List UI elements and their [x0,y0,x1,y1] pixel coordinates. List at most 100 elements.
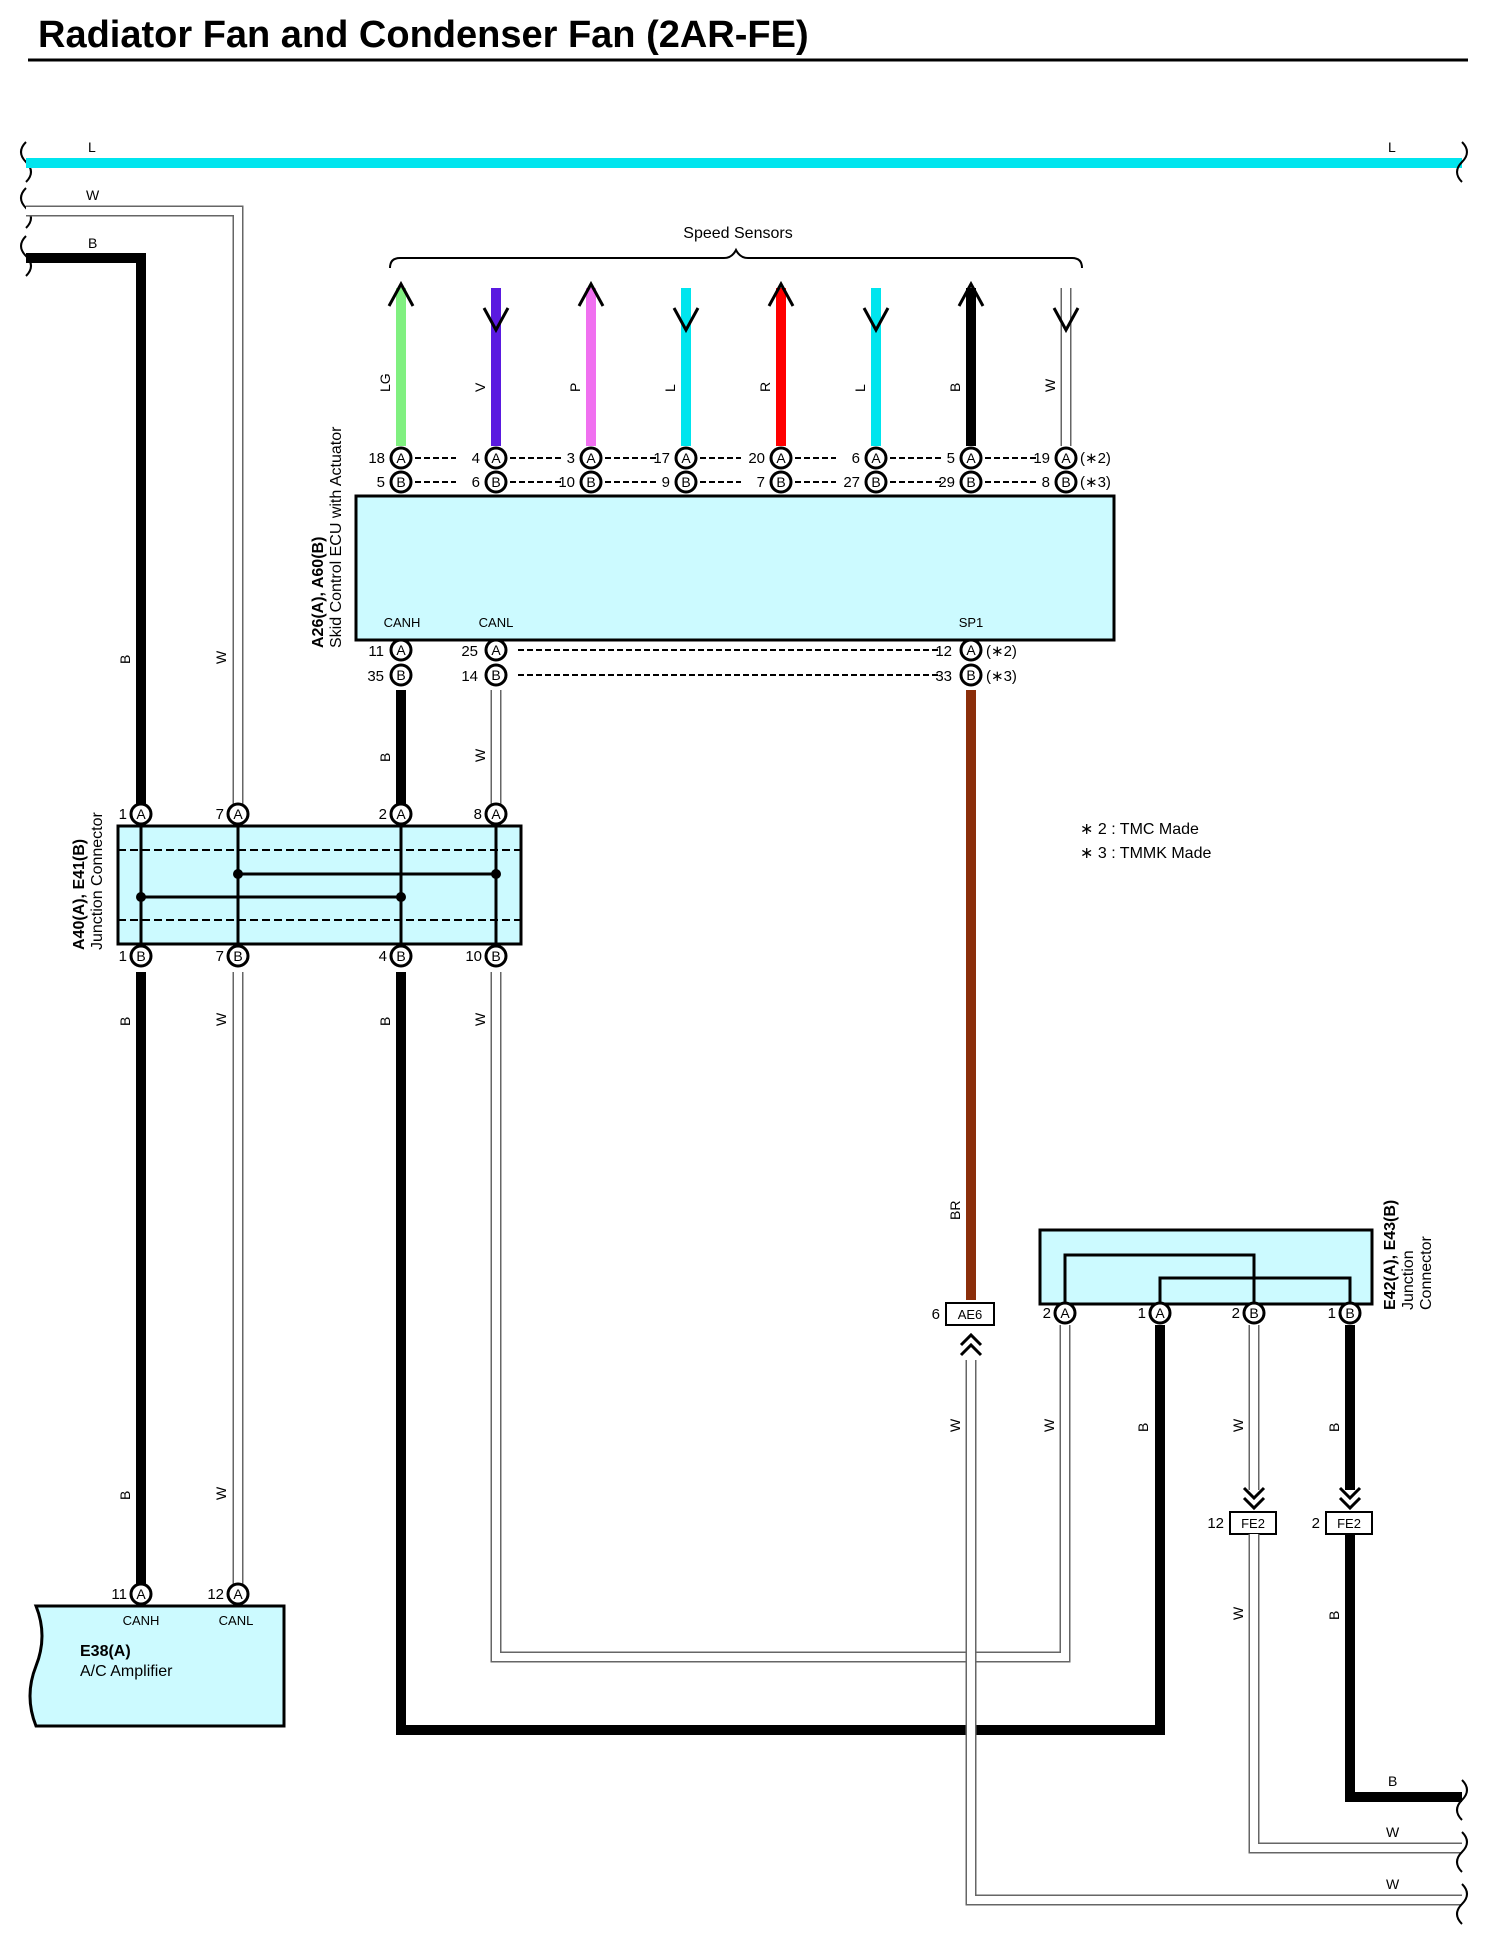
exit-label-w1: W [1386,1824,1400,1840]
sensor-wire-label-3: L [662,384,678,392]
wire-label-w-top: W [86,187,100,203]
sensor-pin-b-6-letter: B [966,474,975,490]
sensor-arrow-icon-2 [577,280,605,307]
junction-left-name: Junction Connector [89,811,106,950]
pin-canh-a: A [389,638,413,662]
pin-sp1-b-num: 33 [935,668,952,685]
jl-bottom-pin-1-letter: B [233,948,242,964]
ac-amplifier-box [28,1604,286,1728]
pin-canl-b: B [484,663,508,687]
jr-pin-3-letter: B [1345,1305,1354,1321]
fe2-right-pin: 2 [1312,1515,1320,1532]
speed-sensor-wires: LGAB185FL+VAB46FL–PAB310FR+LAB179FR–RAB2… [368,280,1111,519]
sensor-arrow-icon-0 [387,280,415,307]
sensor-dash-4 [795,457,836,483]
wire-b-top [26,253,146,808]
sensor-pin-a-6-letter: A [966,450,976,466]
jr-num-0: 2 [1043,1305,1051,1322]
pin-canh-a-letter: A [396,642,406,658]
sensor-pin-a-6: A [959,446,983,470]
sensor-pin-b-num-3: 9 [662,474,670,491]
sensor-pin-b-7: B [1054,470,1078,494]
jr-num-2: 2 [1232,1305,1240,1322]
sensor-pin-a-2-letter: A [586,450,596,466]
junction-left-dots [136,869,501,902]
junction-right-name-1: Junction [1400,1250,1417,1310]
jl-top-pin-2-letter: A [396,806,406,822]
sensor-wire-label-5: L [852,384,868,392]
wire-label-b-8: B [1326,1611,1342,1620]
sensor-pin-a-0: A [389,446,413,470]
junction-left-dashes [118,849,521,921]
wire-label-b-5: B [377,1017,393,1026]
sensor-pin-b-num-5: 27 [843,474,860,491]
pin-canh-b: B [389,663,413,687]
wire-b-canh-right [396,972,1165,1735]
sensor-arrow-icon-3 [672,307,700,334]
jr-pin-2: B [1242,1301,1266,1325]
sensor-pin-a-7: A [1054,446,1078,470]
sensor-dash-6 [985,457,1036,483]
sensor-pin-b-num-6: 29 [938,474,955,491]
fe2-left-arrow-icon [1242,1486,1266,1511]
sensor-pin-a-4: A [769,446,793,470]
sensor-pin-a-num-3: 17 [653,450,670,467]
sensor-pin-a-num-4: 20 [748,450,765,467]
jr-pin-0-letter: A [1060,1305,1070,1321]
ae6-connector [945,1302,995,1326]
ae6-label: AE6 [958,1307,983,1322]
sensor-arrow-icon-4 [767,280,795,307]
wire-label-b-3: B [117,1017,133,1026]
fe2-right-arrow-icon [1338,1486,1362,1511]
skid-ecu-id: A26(A), A60(B) [310,537,327,648]
wire-label-w-6: W [947,1418,963,1432]
pin-canh-a-num: 11 [368,643,384,660]
wire-label-b-1: B [117,655,133,664]
ecu-dashed-links [518,649,940,676]
speed-sensors-label: Speed Sensors [683,225,792,242]
jl-bottom-pin-2: B [389,944,413,968]
jl-top-pin-3-letter: A [491,806,501,822]
sensor-wire-label-1: V [472,382,488,392]
amp-pin-num-canl: 12 [207,1586,224,1603]
pin-canl-a-num: 25 [461,643,478,660]
sensor-pin-b-3-letter: B [681,474,690,490]
jr-pin-1: A [1148,1301,1172,1325]
pin-sp1-a-letter: A [966,642,976,658]
jl-top-pin-0-letter: A [136,806,146,822]
sensor-note-a: (∗2) [1080,450,1111,467]
sensor-pin-b-5: B [864,470,888,494]
note-tmc: ∗ 2 : TMC Made [1080,821,1199,838]
wire-label-l-right: L [1388,139,1396,155]
wire-label-b-6: B [1135,1423,1151,1432]
jl-top-pin-2: A [389,802,413,826]
sensor-pin-b-6: B [959,470,983,494]
wire-break-right [1456,141,1468,183]
sensor-pin-b-num-7: 8 [1042,474,1050,491]
sensor-pin-a-num-5: 6 [852,450,860,467]
amp-pin-canl: A [226,1582,250,1606]
sensor-pin-b-2-letter: B [586,474,595,490]
skid-ecu-name: Skid Control ECU with Actuator [328,426,345,648]
jl-top-pin-0: A [129,802,153,826]
jl-top-num-1: 7 [216,806,224,823]
wire-label-w-5: W [472,1012,488,1026]
sensor-arrow-icon-6 [957,280,985,307]
sensor-pin-a-5-letter: A [871,450,881,466]
amp-pin-canh: A [129,1582,153,1606]
note-tmmk: ∗ 3 : TMMK Made [1080,845,1211,862]
skid-ecu-box [354,494,1116,642]
skid-ecu-canl-label: CANL [479,615,514,630]
fe2-left-label: FE2 [1241,1516,1265,1531]
pin-canl-a: A [484,638,508,662]
sensor-pin-b-num-1: 6 [472,474,480,491]
pin-sp1-note-b: (∗3) [986,668,1017,685]
sensor-pin-b-4: B [769,470,793,494]
page-title: Radiator Fan and Condenser Fan (2AR-FE) [38,14,809,56]
sensor-arrow-icon-5 [862,307,890,334]
pin-canh-b-letter: B [396,667,405,683]
ac-amp-id: E38(A) [80,1643,131,1660]
jl-bottom-num-3: 10 [465,948,482,965]
